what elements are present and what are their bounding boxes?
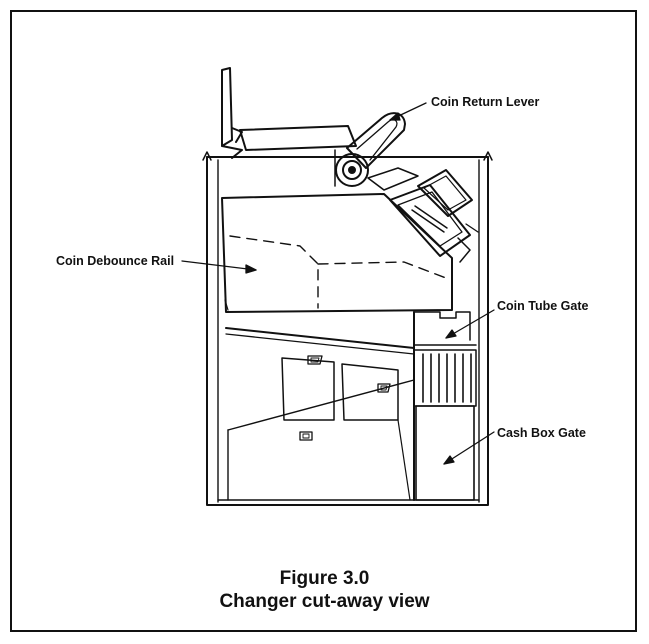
figure-title: Changer cut-away view [219,591,430,612]
coin-debounce-rail-label: Coin Debounce Rail [56,254,174,268]
lower-chamber [225,327,415,501]
figure-frame [10,10,637,632]
coin-return-lever-label: Coin Return Lever [431,95,539,109]
leader-arrows [181,102,495,465]
cash-box-gate-assembly [413,349,477,501]
gate-mechanism [367,167,479,263]
coin-tube-gate-label: Coin Tube Gate [497,299,588,313]
coin-debounce-rail-housing [221,193,453,313]
figure-number: Figure 3.0 [279,568,370,589]
coin-return-lever [334,112,406,187]
changer-housing [202,151,493,506]
cash-box-gate-label: Cash Box Gate [497,426,586,440]
coin-entry-chute [221,67,357,159]
